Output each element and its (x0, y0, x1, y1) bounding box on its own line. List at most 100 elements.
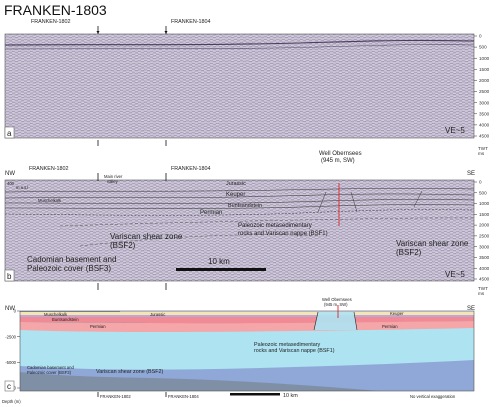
panel-c-frame (19, 310, 475, 392)
panel-c-permian-label: Permian (90, 324, 106, 329)
panel-c-well-1804: FRANKEN-1804 (168, 394, 199, 399)
panel-b-fault-3 (413, 190, 423, 208)
panel-c-bsf3-line1: Cadomian basement and (27, 365, 74, 370)
panel-b-obernsees-depth: (945 m, SW) (321, 158, 355, 164)
panel-b-bsf2-right-line1: Variscan shear zone (396, 239, 469, 248)
panel-c-bsf3-line2: Paleozoic cover (BSF3) (27, 370, 72, 375)
panel-c-nw: NW (5, 306, 15, 312)
panel-b-scale-label: 10 km (208, 257, 230, 266)
panel-b-tick-label: 2000 (479, 223, 490, 228)
panel-c-scale-label: 10 km (283, 393, 298, 399)
panel-c-depth-axis: 0-2500-5000-7500 (5, 309, 20, 391)
panel-b-se: SE (467, 171, 475, 177)
panel-a-tick-label: 0 (479, 34, 482, 39)
panel-c-depth-label: Depth (m) (2, 399, 21, 404)
panel-a: FRANKEN-1802 FRANKEN-1804 05001000150020… (4, 19, 490, 156)
panel-c-bsf2-label: Variscan shear zone (BSF2) (96, 369, 164, 375)
panel-b-tick-label: 3500 (479, 255, 490, 260)
panel-b-tick-label: 1500 (479, 212, 490, 217)
panel-a-arrowhead-1 (96, 31, 100, 34)
panel-b-obernsees-label: Well Obernsees (319, 151, 362, 157)
panel-b-bsf3-line1: Cadomian basement and (27, 255, 116, 264)
panel-a-tick-label: 1000 (479, 56, 490, 61)
panel-c-permian-layer (20, 321, 474, 332)
panel-c-depth-tick-label: -2500 (5, 334, 16, 339)
panel-b-bsf2-left-line1: Variscan shear zone (110, 232, 183, 241)
panel-c-bsf1-zone (20, 326, 474, 370)
panel-b-tick-label: 500 (479, 190, 487, 195)
panel-b-twt-label: TWT (478, 286, 488, 291)
panel-c-jurassic-label: Jurassic (150, 312, 165, 317)
panel-c-se: SE (467, 306, 475, 312)
panel-b-jurassic-label: Jurassic (226, 181, 246, 187)
figure-title: FRANKEN-1803 (4, 2, 107, 18)
panel-b-buntsandstein-label: Buntsandstein (228, 203, 262, 209)
panel-a-well-1802: FRANKEN-1802 (31, 19, 71, 25)
panel-a-arrowhead-2 (164, 31, 168, 34)
panel-b-main-valley-2: valley (107, 179, 119, 184)
panel-b-shear-zone-line (79, 234, 321, 247)
panel-c-bsf1-line1: Paleozoic metasedimentary (254, 342, 321, 348)
panel-a-reflector-2 (4, 44, 475, 50)
panel-b-bsf1-line2: rocks and Variscan nappe (BSF1) (238, 231, 328, 237)
panel-b-tick-label: 0 (479, 180, 482, 185)
panel-a-seismic-texture (5, 34, 474, 138)
panel-a-tick-label: 500 (479, 45, 487, 50)
panel-b-horizon-keuper (4, 193, 475, 199)
panel-c-keuper-label: Keuper (390, 311, 404, 316)
panel-b-horizon-basement (59, 217, 475, 227)
panel-a-tick-label: 4000 (479, 122, 490, 127)
panel-c: NW SE Well Obernsees (945 m, SW) Jurassi… (2, 297, 475, 404)
panel-b-bsf3-line2: Paleozoic cover (BSF3) (27, 264, 111, 273)
panel-c-letter-box (4, 380, 15, 392)
panel-a-tick-label: 2500 (479, 89, 490, 94)
panel-b: NW SE FRANKEN-1802 FRANKEN-1804 Main riv… (4, 151, 490, 296)
panel-b-tick-label: 4000 (479, 266, 490, 271)
panel-b-tick-label: 1000 (479, 201, 490, 206)
panel-c-muschelkalk-label: Muschelkalk (44, 312, 68, 317)
panel-c-note: No vertical exaggeration (410, 394, 456, 399)
panel-b-nw: NW (5, 171, 15, 177)
panel-c-permian-label-right: Permian (382, 324, 398, 329)
panel-c-buntsandstein-layer (20, 317, 474, 324)
panel-c-keuper-layer (20, 312, 474, 315)
panel-c-bsf1-line2: rocks and Variscan nappe (BSF1) (254, 348, 335, 354)
panel-b-tick-label: 3000 (479, 244, 490, 249)
panel-c-letter: c (7, 382, 11, 391)
panel-b-datum-400: 400 (7, 181, 15, 186)
panel-c-obernsees-horst (314, 312, 357, 330)
panel-c-buntsandstein-label: Buntsandstein (52, 317, 79, 322)
panel-b-tick-label: 4500 (479, 277, 490, 282)
panel-c-well-1802: FRANKEN-1802 (100, 394, 131, 399)
panel-a-tick-label: 4500 (479, 134, 490, 139)
panel-a-letter-box (4, 126, 15, 139)
panel-b-tick-label: 2500 (479, 233, 490, 238)
panel-b-scale-bar (176, 268, 266, 271)
panel-a-well-1804: FRANKEN-1804 (171, 19, 211, 25)
panel-b-bsf2-left-line2: (BSF2) (110, 241, 136, 250)
panel-b-bsf2-right-line2: (BSF2) (396, 248, 422, 257)
panel-a-twt-label: TWT (478, 146, 488, 151)
panel-b-bsf1-line1: Paleozoic metasedimentary (238, 223, 312, 229)
panel-a-tick-label: 3000 (479, 100, 490, 105)
panel-c-depth-tick-label: -5000 (5, 360, 16, 365)
panel-c-obernsees-depth: (945 m, SW) (324, 302, 348, 307)
panel-a-upper-reflector (4, 39, 475, 46)
panel-a-tick-label: 2000 (479, 78, 490, 83)
panel-b-letter: b (7, 272, 12, 281)
panel-c-scale-bar (230, 393, 280, 396)
panel-a-vertical-exaggeration: VE~5 (445, 126, 465, 135)
panel-b-keuper-label: Keuper (226, 192, 245, 198)
panel-c-obernsees-label: Well Obernsees (322, 297, 352, 302)
panel-c-fault-1 (313, 311, 319, 331)
panel-b-horizon-muschelkalk (4, 199, 475, 204)
panel-a-ms-label: ms (478, 151, 485, 156)
panel-a-letter: a (7, 129, 12, 138)
panel-b-horizon-permian (4, 209, 475, 216)
panel-b-letter-box (4, 269, 15, 282)
panel-b-fault-1 (317, 191, 327, 213)
panel-b-horizon-jurassic (4, 188, 475, 193)
panel-c-muschelkalk-layer (20, 315, 474, 317)
